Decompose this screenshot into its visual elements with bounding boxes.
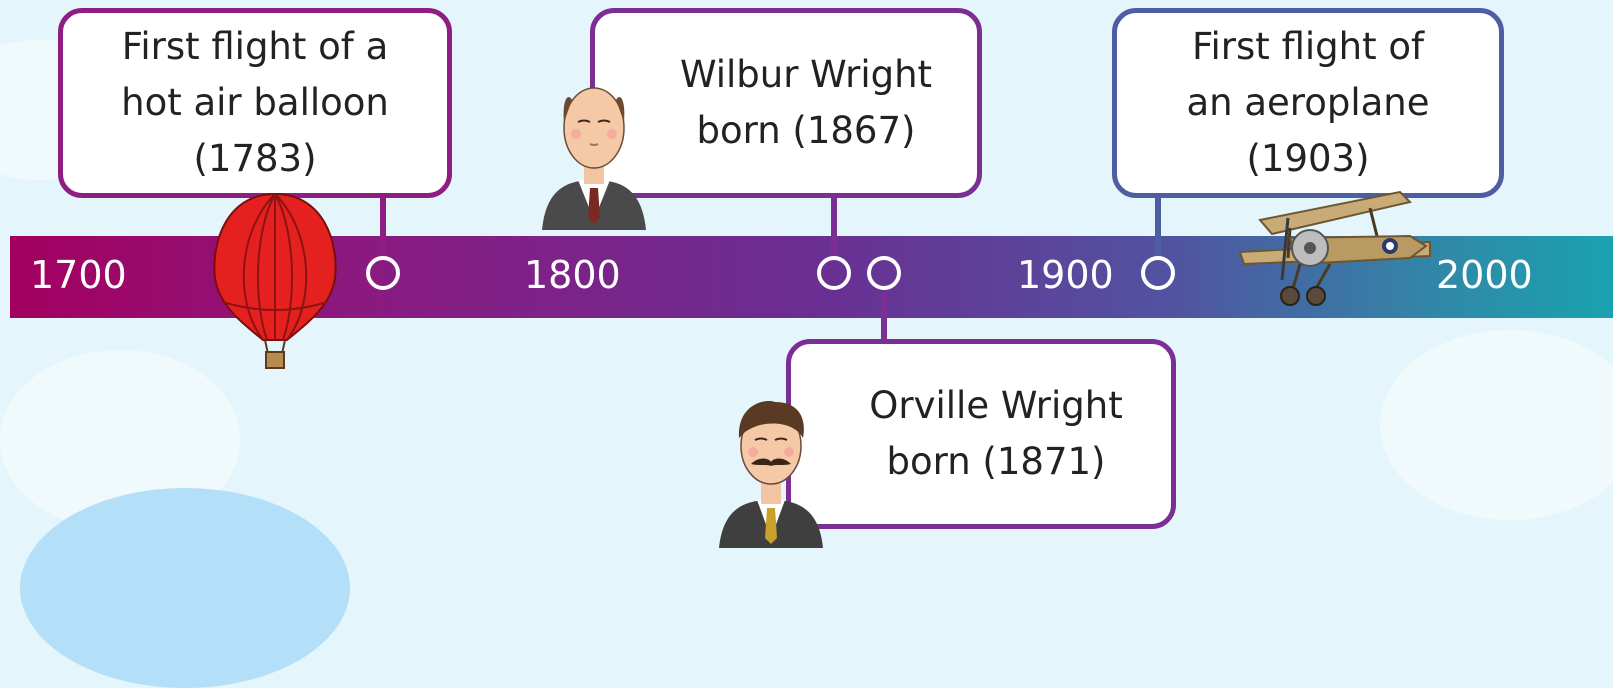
balloon-marker xyxy=(366,256,400,290)
year-label-2000: 2000 xyxy=(1436,253,1533,297)
wilbur-connector xyxy=(831,195,837,257)
biplane-icon xyxy=(1238,190,1431,306)
year-label-1700: 1700 xyxy=(30,253,127,297)
hot-air-balloon-icon xyxy=(213,192,337,369)
event-label-wilbur: Wilbur Wright born (1867) xyxy=(679,53,933,152)
aeroplane-marker xyxy=(1141,256,1175,290)
event-label-orville: Orville Wright born (1871) xyxy=(869,384,1123,483)
background-blob xyxy=(20,488,350,688)
aeroplane-connector xyxy=(1155,195,1161,257)
balloon-connector xyxy=(380,195,386,257)
wilbur-wright-portrait-icon xyxy=(542,87,646,230)
event-box-orville: Orville Wright born (1871) xyxy=(786,339,1176,529)
orville-connector xyxy=(881,292,887,344)
event-box-balloon: First flight of a hot air balloon (1783) xyxy=(58,8,452,198)
orville-wright-portrait-icon xyxy=(719,401,823,548)
orville-marker xyxy=(867,256,901,290)
event-label-balloon: First flight of a hot air balloon (1783) xyxy=(121,25,389,180)
event-label-aeroplane: First flight of an aeroplane (1903) xyxy=(1186,25,1430,180)
year-label-1900: 1900 xyxy=(1017,253,1114,297)
event-box-aeroplane: First flight of an aeroplane (1903) xyxy=(1112,8,1504,198)
event-box-wilbur: Wilbur Wright born (1867) xyxy=(590,8,982,198)
background-cloud xyxy=(1380,330,1613,520)
wilbur-marker xyxy=(817,256,851,290)
year-label-1800: 1800 xyxy=(524,253,621,297)
